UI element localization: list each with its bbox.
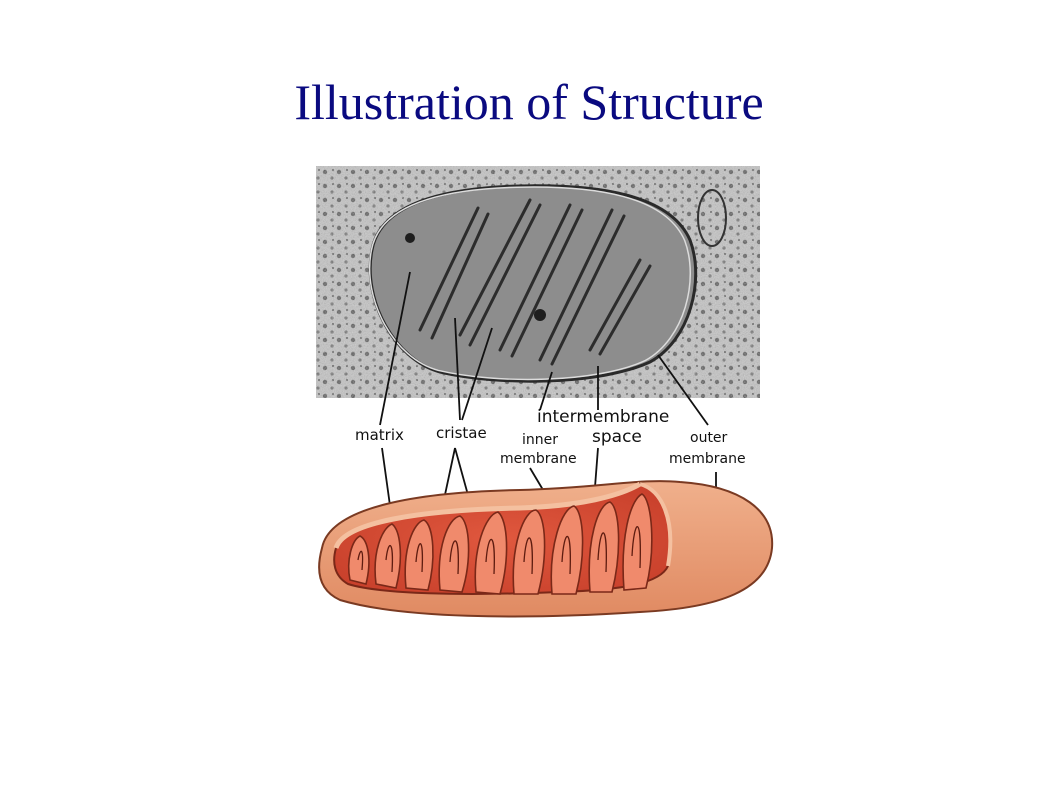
label-inner-membrane: membrane	[500, 451, 577, 467]
micrograph-vesicle	[697, 189, 727, 247]
cut-rim	[333, 481, 642, 550]
cut-edge	[639, 482, 673, 567]
label-outer-membrane: membrane	[669, 451, 746, 467]
label-space: space	[592, 427, 642, 447]
micrograph-granule	[534, 309, 546, 321]
label-outer: outer	[690, 430, 728, 446]
label-inner: inner	[522, 432, 558, 448]
label-intermembrane: intermembrane	[537, 407, 669, 427]
micrograph-intermembrane	[369, 186, 691, 381]
label-cristae: cristae	[436, 424, 487, 442]
cristae-folds	[347, 493, 653, 595]
label-matrix: matrix	[355, 426, 404, 444]
cutaway-mitochondrion	[318, 480, 774, 618]
cristae-inner-lines	[357, 526, 641, 575]
slide-title: Illustration of Structure	[294, 74, 764, 130]
micrograph	[316, 166, 760, 398]
micrograph-cristae	[418, 198, 652, 366]
micrograph-granule	[405, 233, 415, 243]
